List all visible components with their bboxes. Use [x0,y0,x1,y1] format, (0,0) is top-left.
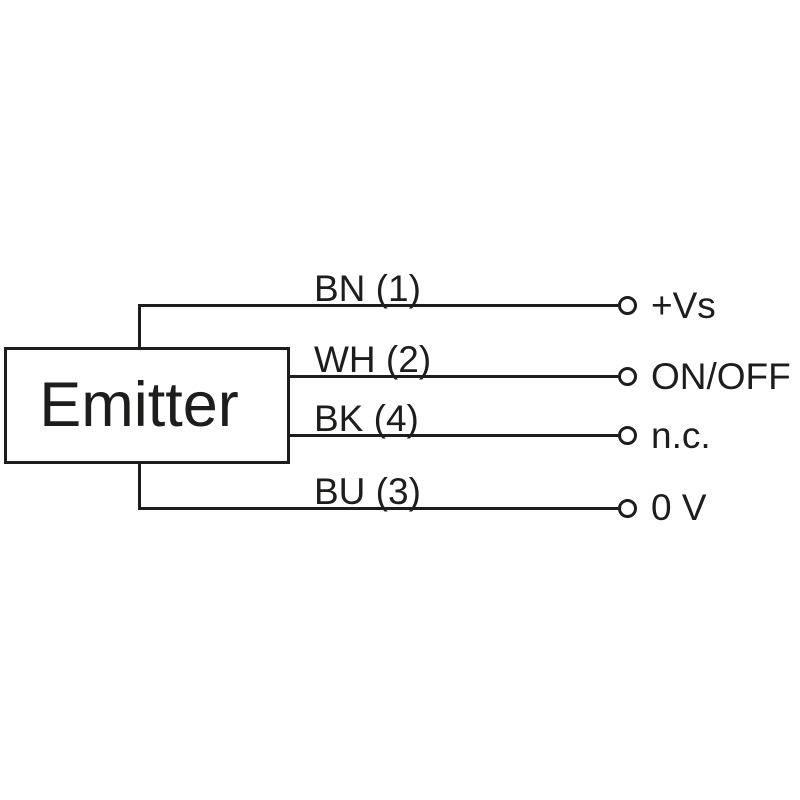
emitter-box: Emitter [4,347,290,464]
wire-bn-horizontal [138,304,618,307]
wire-bu-vertical [138,461,141,510]
wire-bu-horizontal [138,507,618,510]
terminal-label-vs: +Vs [651,285,716,326]
terminal-label-onoff: ON/OFF [651,356,791,397]
wire-label-bn: BN (1) [314,268,421,309]
terminal-circle-icon-onoff [618,367,637,386]
wire-label-bu: BU (3) [314,471,421,512]
wire-label-bk: BK (4) [314,398,419,439]
wire-bk-horizontal [287,434,618,437]
terminal-label-nc: n.c. [651,415,711,456]
terminal-label-0v: 0 V [651,487,707,528]
terminal-circle-icon-nc [618,426,637,445]
emitter-label: Emitter [39,370,239,440]
terminal-circle-icon-vs [618,296,637,315]
wire-bn-vertical [138,304,141,350]
terminal-circle-icon-0v [618,499,637,518]
wire-label-wh: WH (2) [314,339,432,380]
wire-wh-horizontal [287,375,618,378]
